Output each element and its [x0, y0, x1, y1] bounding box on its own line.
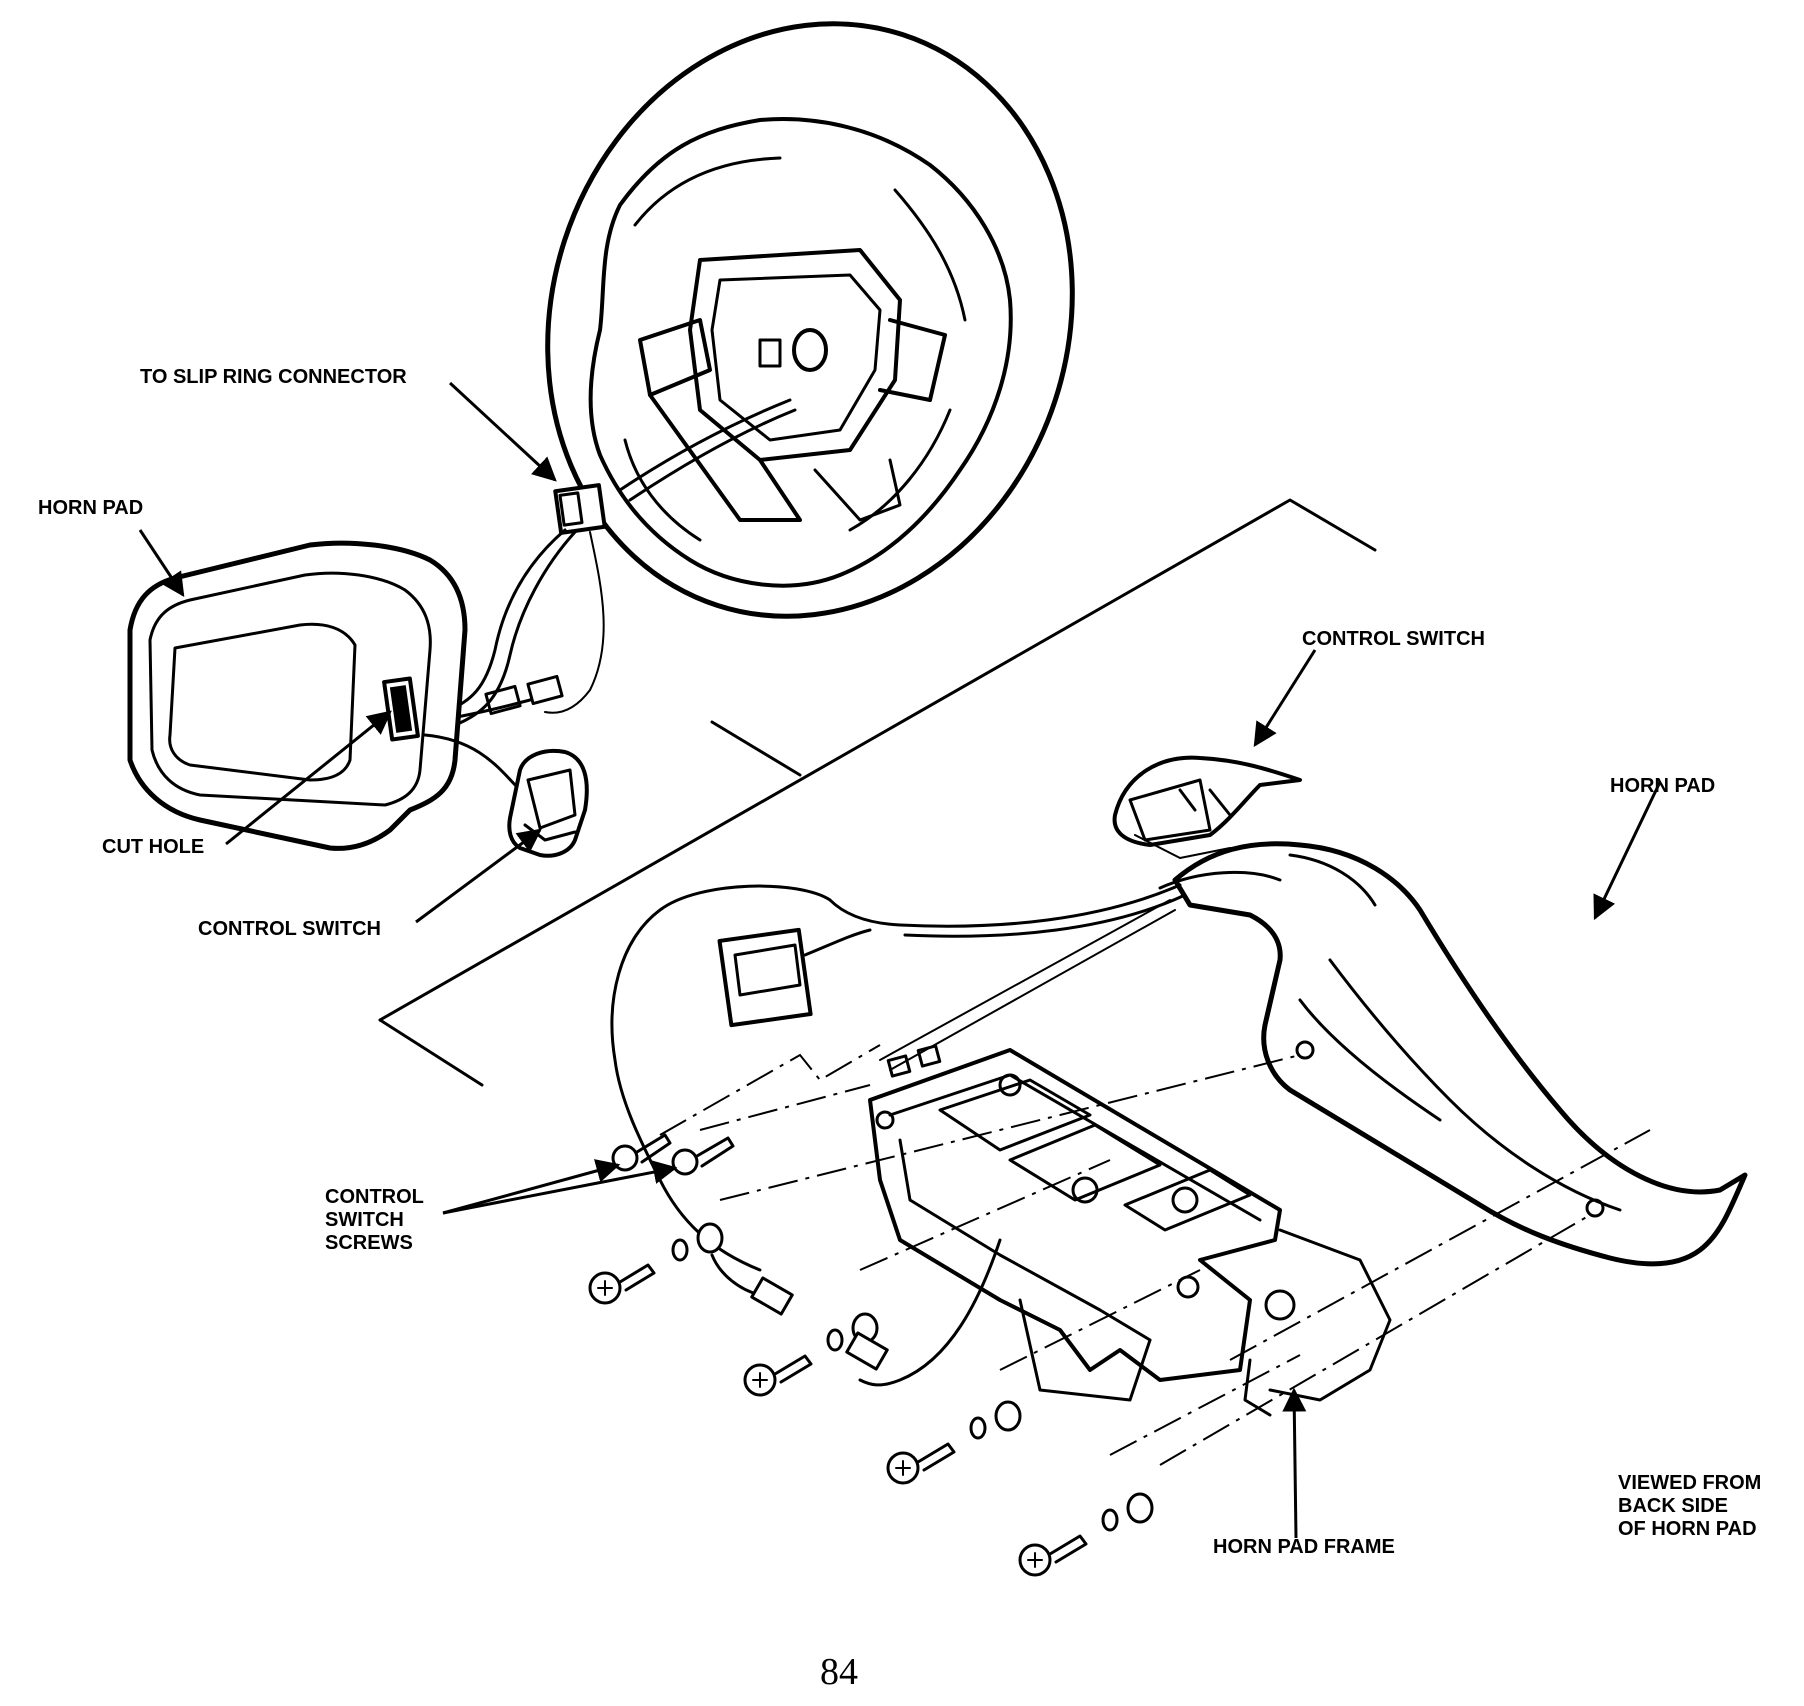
leader-arrows — [138, 381, 1662, 1539]
label-viewed-from-back-side: VIEWED FROM BACK SIDE OF HORN PAD — [1618, 1472, 1762, 1540]
horn-pad-left-part — [127, 540, 468, 851]
arrow-horn-pad-left — [138, 529, 185, 598]
horn-pad-frame-part — [868, 1044, 1392, 1417]
label-horn-pad-left: HORN PAD — [38, 497, 144, 519]
frame-screw-1 — [588, 1222, 724, 1305]
label-horn-pad-right: HORN PAD — [1610, 775, 1716, 797]
control-switch-screw-2 — [671, 1136, 735, 1176]
view-separator — [378, 498, 1377, 1087]
horn-pad-right-part — [1158, 841, 1748, 1267]
control-switch-right-part — [1112, 755, 1302, 859]
label-control-switch-right: CONTROL SWITCH — [1302, 628, 1485, 650]
alignment-lines — [659, 1044, 1651, 1466]
slip-ring-connector — [438, 483, 607, 727]
label-cut-hole: CUT HOLE — [102, 836, 205, 858]
arrow-horn-pad-frame — [1282, 1387, 1307, 1539]
arrow-control-switch-left — [415, 828, 542, 924]
page-number: 84 — [820, 1651, 858, 1693]
harness-right — [610, 883, 1187, 1272]
arrow-screw-1 — [442, 1159, 621, 1215]
label-to-slip-ring-connector: TO SLIP RING CONNECTOR — [140, 366, 407, 388]
label-control-switch-screws: CONTROL SWITCH SCREWS — [325, 1186, 424, 1254]
label-horn-pad-frame: HORN PAD FRAME — [1213, 1536, 1395, 1558]
arrow-control-switch-right — [1253, 649, 1317, 748]
frame-screw-4 — [1018, 1492, 1154, 1577]
arrow-cut-hole — [225, 710, 392, 846]
frame-screw-3 — [886, 1400, 1022, 1485]
arrow-screw-2 — [442, 1160, 678, 1215]
steering-wheel — [545, 21, 1075, 619]
arrow-slip-ring — [448, 381, 557, 482]
label-control-switch-left: CONTROL SWITCH — [198, 918, 381, 940]
arrow-horn-pad-right — [1593, 781, 1662, 921]
